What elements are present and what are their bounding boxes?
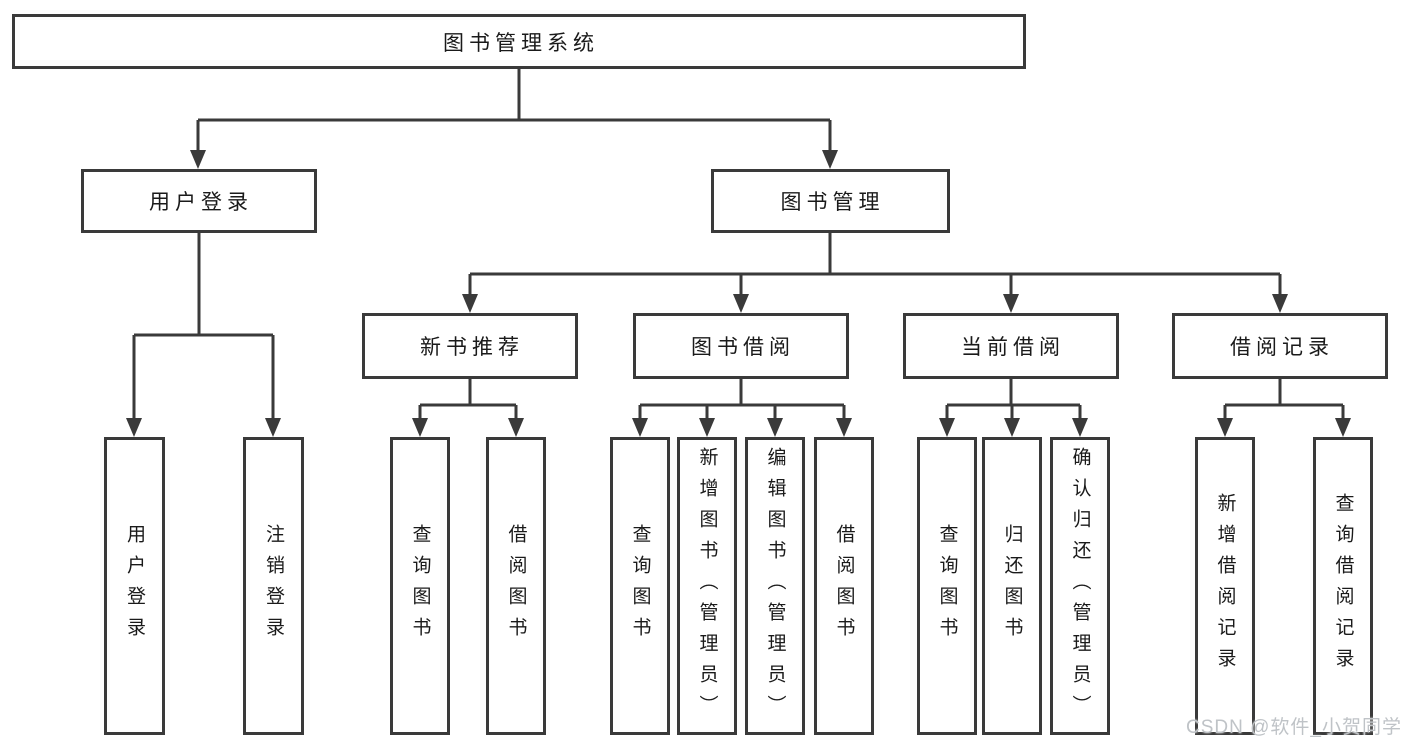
node-leaf-query-books-current-label: 查询图书 — [936, 524, 958, 648]
node-leaf-return-books: 归还图书 — [982, 437, 1042, 735]
node-leaf-add-borrow-record-label: 新增借阅记录 — [1214, 493, 1236, 679]
node-book-borrow-label: 图书借阅 — [691, 336, 795, 359]
node-leaf-logout: 注销登录 — [243, 437, 304, 735]
node-book-management: 图书管理 — [711, 169, 950, 233]
node-leaf-borrow-books: 借阅图书 — [814, 437, 874, 735]
node-leaf-add-books-admin: 新增图书（管理员） — [677, 437, 737, 735]
node-leaf-borrow-books-recommend: 借阅图书 — [486, 437, 546, 735]
node-leaf-query-books-current: 查询图书 — [917, 437, 977, 735]
node-book-management-label: 图书管理 — [780, 191, 885, 214]
node-leaf-borrow-books-recommend-label: 借阅图书 — [505, 524, 527, 648]
node-leaf-confirm-return-admin-label: 确认归还（管理员） — [1069, 446, 1091, 726]
node-leaf-user-login-label: 用户登录 — [124, 524, 145, 648]
node-user-login-label: 用户登录 — [149, 191, 253, 214]
node-book-borrow: 图书借阅 — [633, 313, 849, 379]
node-new-book-recommend-label: 新书推荐 — [420, 336, 524, 359]
node-leaf-query-books-borrow: 查询图书 — [610, 437, 670, 735]
node-leaf-user-login: 用户登录 — [104, 437, 165, 735]
node-current-borrow: 当前借阅 — [903, 313, 1119, 379]
node-leaf-add-borrow-record: 新增借阅记录 — [1195, 437, 1255, 735]
node-current-borrow-label: 当前借阅 — [961, 336, 1065, 359]
node-leaf-query-books-recommend: 查询图书 — [390, 437, 450, 735]
node-leaf-query-borrow-record-label: 查询借阅记录 — [1332, 493, 1354, 679]
node-leaf-borrow-books-label: 借阅图书 — [833, 524, 855, 648]
node-leaf-query-books-borrow-label: 查询图书 — [629, 524, 651, 648]
node-borrow-records-label: 借阅记录 — [1230, 336, 1334, 359]
node-leaf-confirm-return-admin: 确认归还（管理员） — [1050, 437, 1110, 735]
node-leaf-query-books-recommend-label: 查询图书 — [409, 524, 431, 648]
node-user-login: 用户登录 — [81, 169, 317, 233]
node-leaf-return-books-label: 归还图书 — [1001, 524, 1023, 648]
node-root-label: 图书管理系统 — [443, 31, 599, 55]
node-borrow-records: 借阅记录 — [1172, 313, 1388, 379]
node-leaf-add-books-admin-label: 新增图书（管理员） — [696, 446, 718, 726]
node-leaf-query-borrow-record: 查询借阅记录 — [1313, 437, 1373, 735]
node-leaf-edit-books-admin-label: 编辑图书（管理员） — [764, 446, 786, 726]
node-root: 图书管理系统 — [12, 14, 1026, 69]
connector-segments — [132, 69, 1345, 423]
csdn-watermark: CSDN @软件_小贺同学 — [1186, 717, 1402, 738]
node-new-book-recommend: 新书推荐 — [362, 313, 578, 379]
node-leaf-logout-label: 注销登录 — [263, 524, 284, 648]
node-leaf-edit-books-admin: 编辑图书（管理员） — [745, 437, 805, 735]
